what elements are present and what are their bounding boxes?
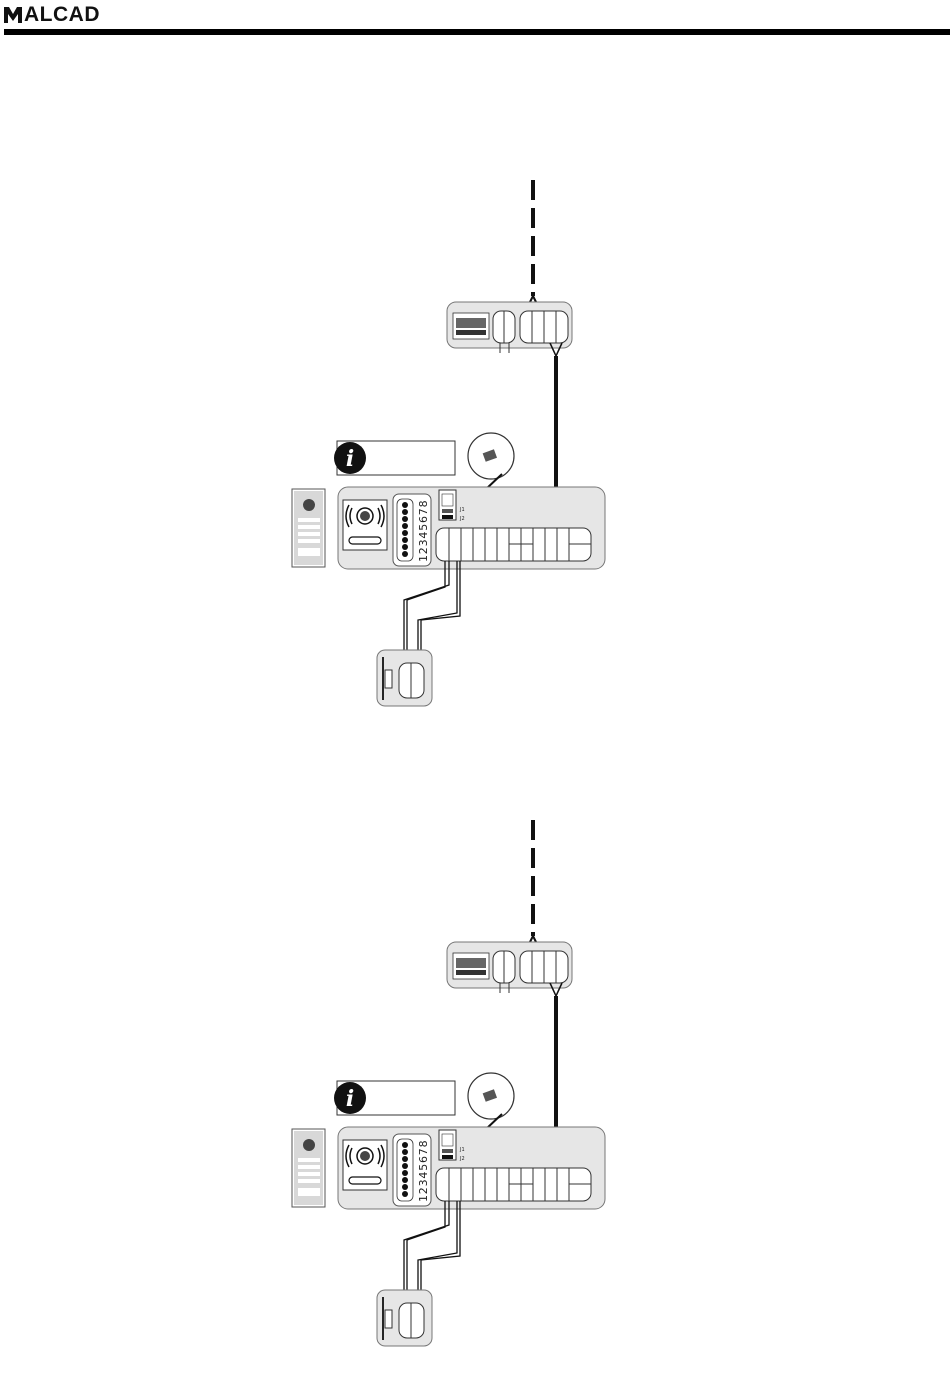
button-numbers: 12345678 — [417, 500, 430, 562]
jumper-j1-label: J1 — [459, 507, 465, 513]
button-numbers: 12345678 — [417, 1140, 430, 1202]
jumper-j1-label: J1 — [459, 1147, 465, 1153]
jumper-j2-label: J2 — [459, 516, 465, 522]
wiring-diagram-1 — [292, 180, 605, 706]
wiring-diagram-2 — [292, 820, 605, 1346]
jumper-j2-label: J2 — [459, 1156, 465, 1162]
